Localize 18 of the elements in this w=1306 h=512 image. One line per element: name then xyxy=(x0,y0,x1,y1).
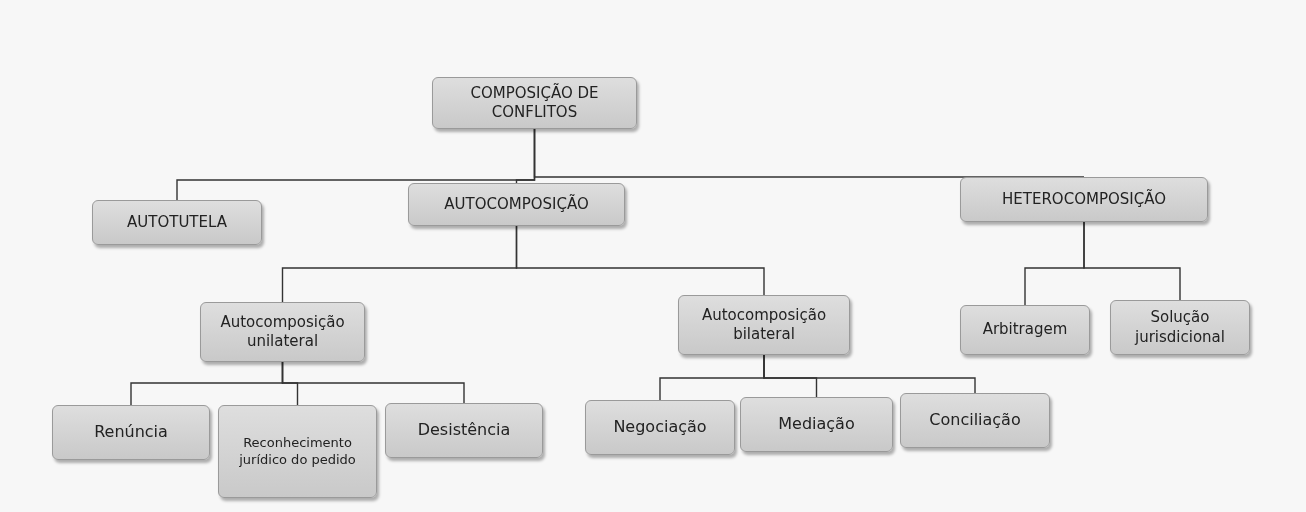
category-box: Autocomposição unilateral xyxy=(200,302,365,362)
connector-line xyxy=(515,225,765,296)
category-box: HETEROCOMPOSIÇÃO xyxy=(960,177,1208,222)
category-box: COMPOSIÇÃO DE CONFLITOS xyxy=(432,77,637,129)
category-box: Solução jurisdicional xyxy=(1110,300,1250,355)
category-box: Reconhecimento jurídico do pedido xyxy=(218,405,377,498)
category-box: Arbitragem xyxy=(960,305,1090,355)
connector-line xyxy=(763,354,976,394)
connector-line xyxy=(281,361,465,404)
category-box: AUTOTUTELA xyxy=(92,200,262,245)
connector-line xyxy=(1083,221,1181,301)
category-box: Renúncia xyxy=(52,405,210,460)
category-box: Negociação xyxy=(585,400,735,455)
category-box: Mediação xyxy=(740,397,893,452)
category-box: Desistência xyxy=(385,403,543,458)
category-box: AUTOCOMPOSIÇÃO xyxy=(408,183,625,226)
category-box: Autocomposição bilateral xyxy=(678,295,850,355)
category-box: Conciliação xyxy=(900,393,1050,448)
